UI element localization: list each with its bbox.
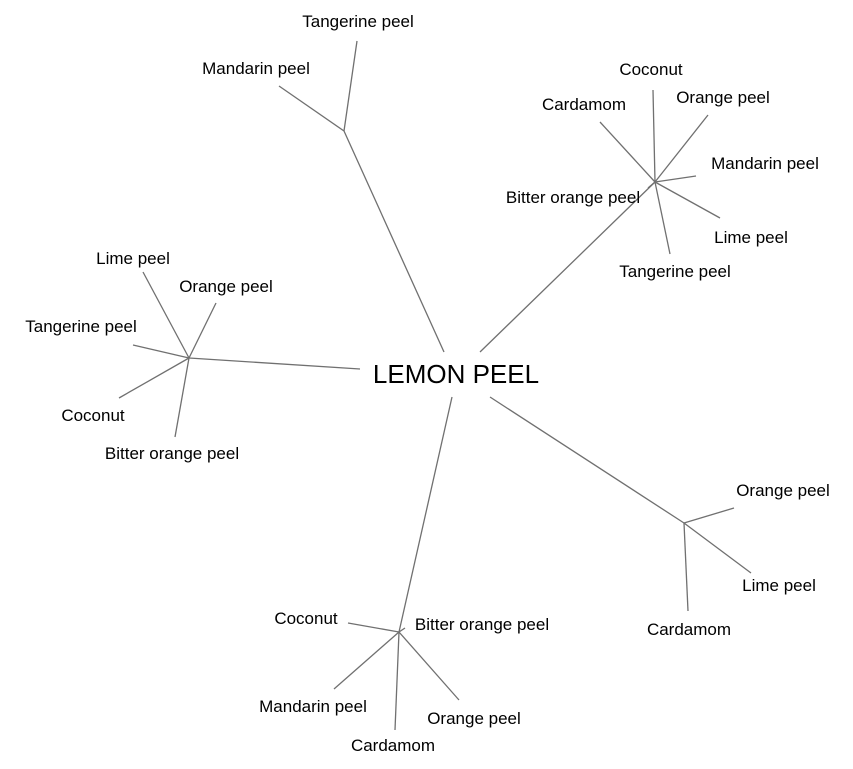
leaf-node-label: Bitter orange peel (105, 444, 239, 463)
edge-cluster-1-leaf-5 (654, 181, 721, 219)
edge-cluster-2-leaf-3 (118, 357, 190, 399)
leaf-node-label: Mandarin peel (711, 154, 819, 173)
edge-cluster-2-leaf-0 (142, 271, 190, 359)
leaf-node-label: Tangerine peel (25, 317, 137, 336)
leaf-node-label: Orange peel (676, 88, 770, 107)
leaf-node-label: Orange peel (179, 277, 273, 296)
edge-cluster-1-leaf-2 (654, 114, 709, 183)
edge-cluster-4-leaf-2 (683, 522, 689, 612)
edge-cluster-1-leaf-4 (647, 181, 656, 189)
leaf-node-label: Coconut (274, 609, 338, 628)
center-node-label: LEMON PEEL (373, 359, 539, 389)
leaf-node-label: Coconut (619, 60, 683, 79)
leaf-node-label: Lime peel (714, 228, 788, 247)
edge-cluster-3-leaf-2 (333, 631, 400, 690)
edge-cluster-1-leaf-0 (652, 89, 656, 183)
leaf-node-label: Coconut (61, 406, 125, 425)
edge-cluster-2-leaf-1 (188, 302, 217, 359)
edge-center-to-cluster-3 (398, 396, 453, 633)
edge-center-to-cluster-2 (188, 357, 361, 370)
leaf-node-label: Cardamom (351, 736, 435, 755)
edge-cluster-0-leaf-1 (278, 85, 345, 132)
leaf-node-label: Lime peel (96, 249, 170, 268)
edge-cluster-2-leaf-2 (132, 344, 190, 359)
leaf-node-label: Cardamom (542, 95, 626, 114)
edge-cluster-1-leaf-3 (654, 175, 697, 183)
edge-cluster-1-leaf-6 (654, 181, 671, 255)
edge-center-to-cluster-0 (343, 130, 445, 353)
leaf-node-label: Bitter orange peel (415, 615, 549, 634)
edge-cluster-3-leaf-4 (394, 631, 400, 731)
edge-center-to-cluster-1 (479, 181, 656, 353)
leaf-node-label: Mandarin peel (202, 59, 310, 78)
edge-cluster-4-leaf-1 (683, 522, 752, 574)
leaf-node-label: Mandarin peel (259, 697, 367, 716)
leaf-node-label: Bitter orange peel (506, 188, 640, 207)
leaf-node-label: Tangerine peel (302, 12, 414, 31)
leaf-node-label: Lime peel (742, 576, 816, 595)
edge-cluster-0-leaf-0 (343, 40, 358, 132)
edge-cluster-4-leaf-0 (683, 507, 735, 524)
edge-cluster-2-leaf-4 (174, 357, 190, 438)
edge-cluster-1-leaf-1 (599, 121, 656, 183)
edge-center-to-cluster-4 (489, 396, 685, 524)
edge-cluster-3-leaf-1 (398, 627, 406, 633)
leaf-node-label: Orange peel (736, 481, 830, 500)
edge-cluster-3-leaf-0 (347, 622, 400, 633)
leaf-node-label: Orange peel (427, 709, 521, 728)
leaf-node-label: Cardamom (647, 620, 731, 639)
leaf-node-label: Tangerine peel (619, 262, 731, 281)
edge-cluster-3-leaf-3 (398, 631, 460, 701)
